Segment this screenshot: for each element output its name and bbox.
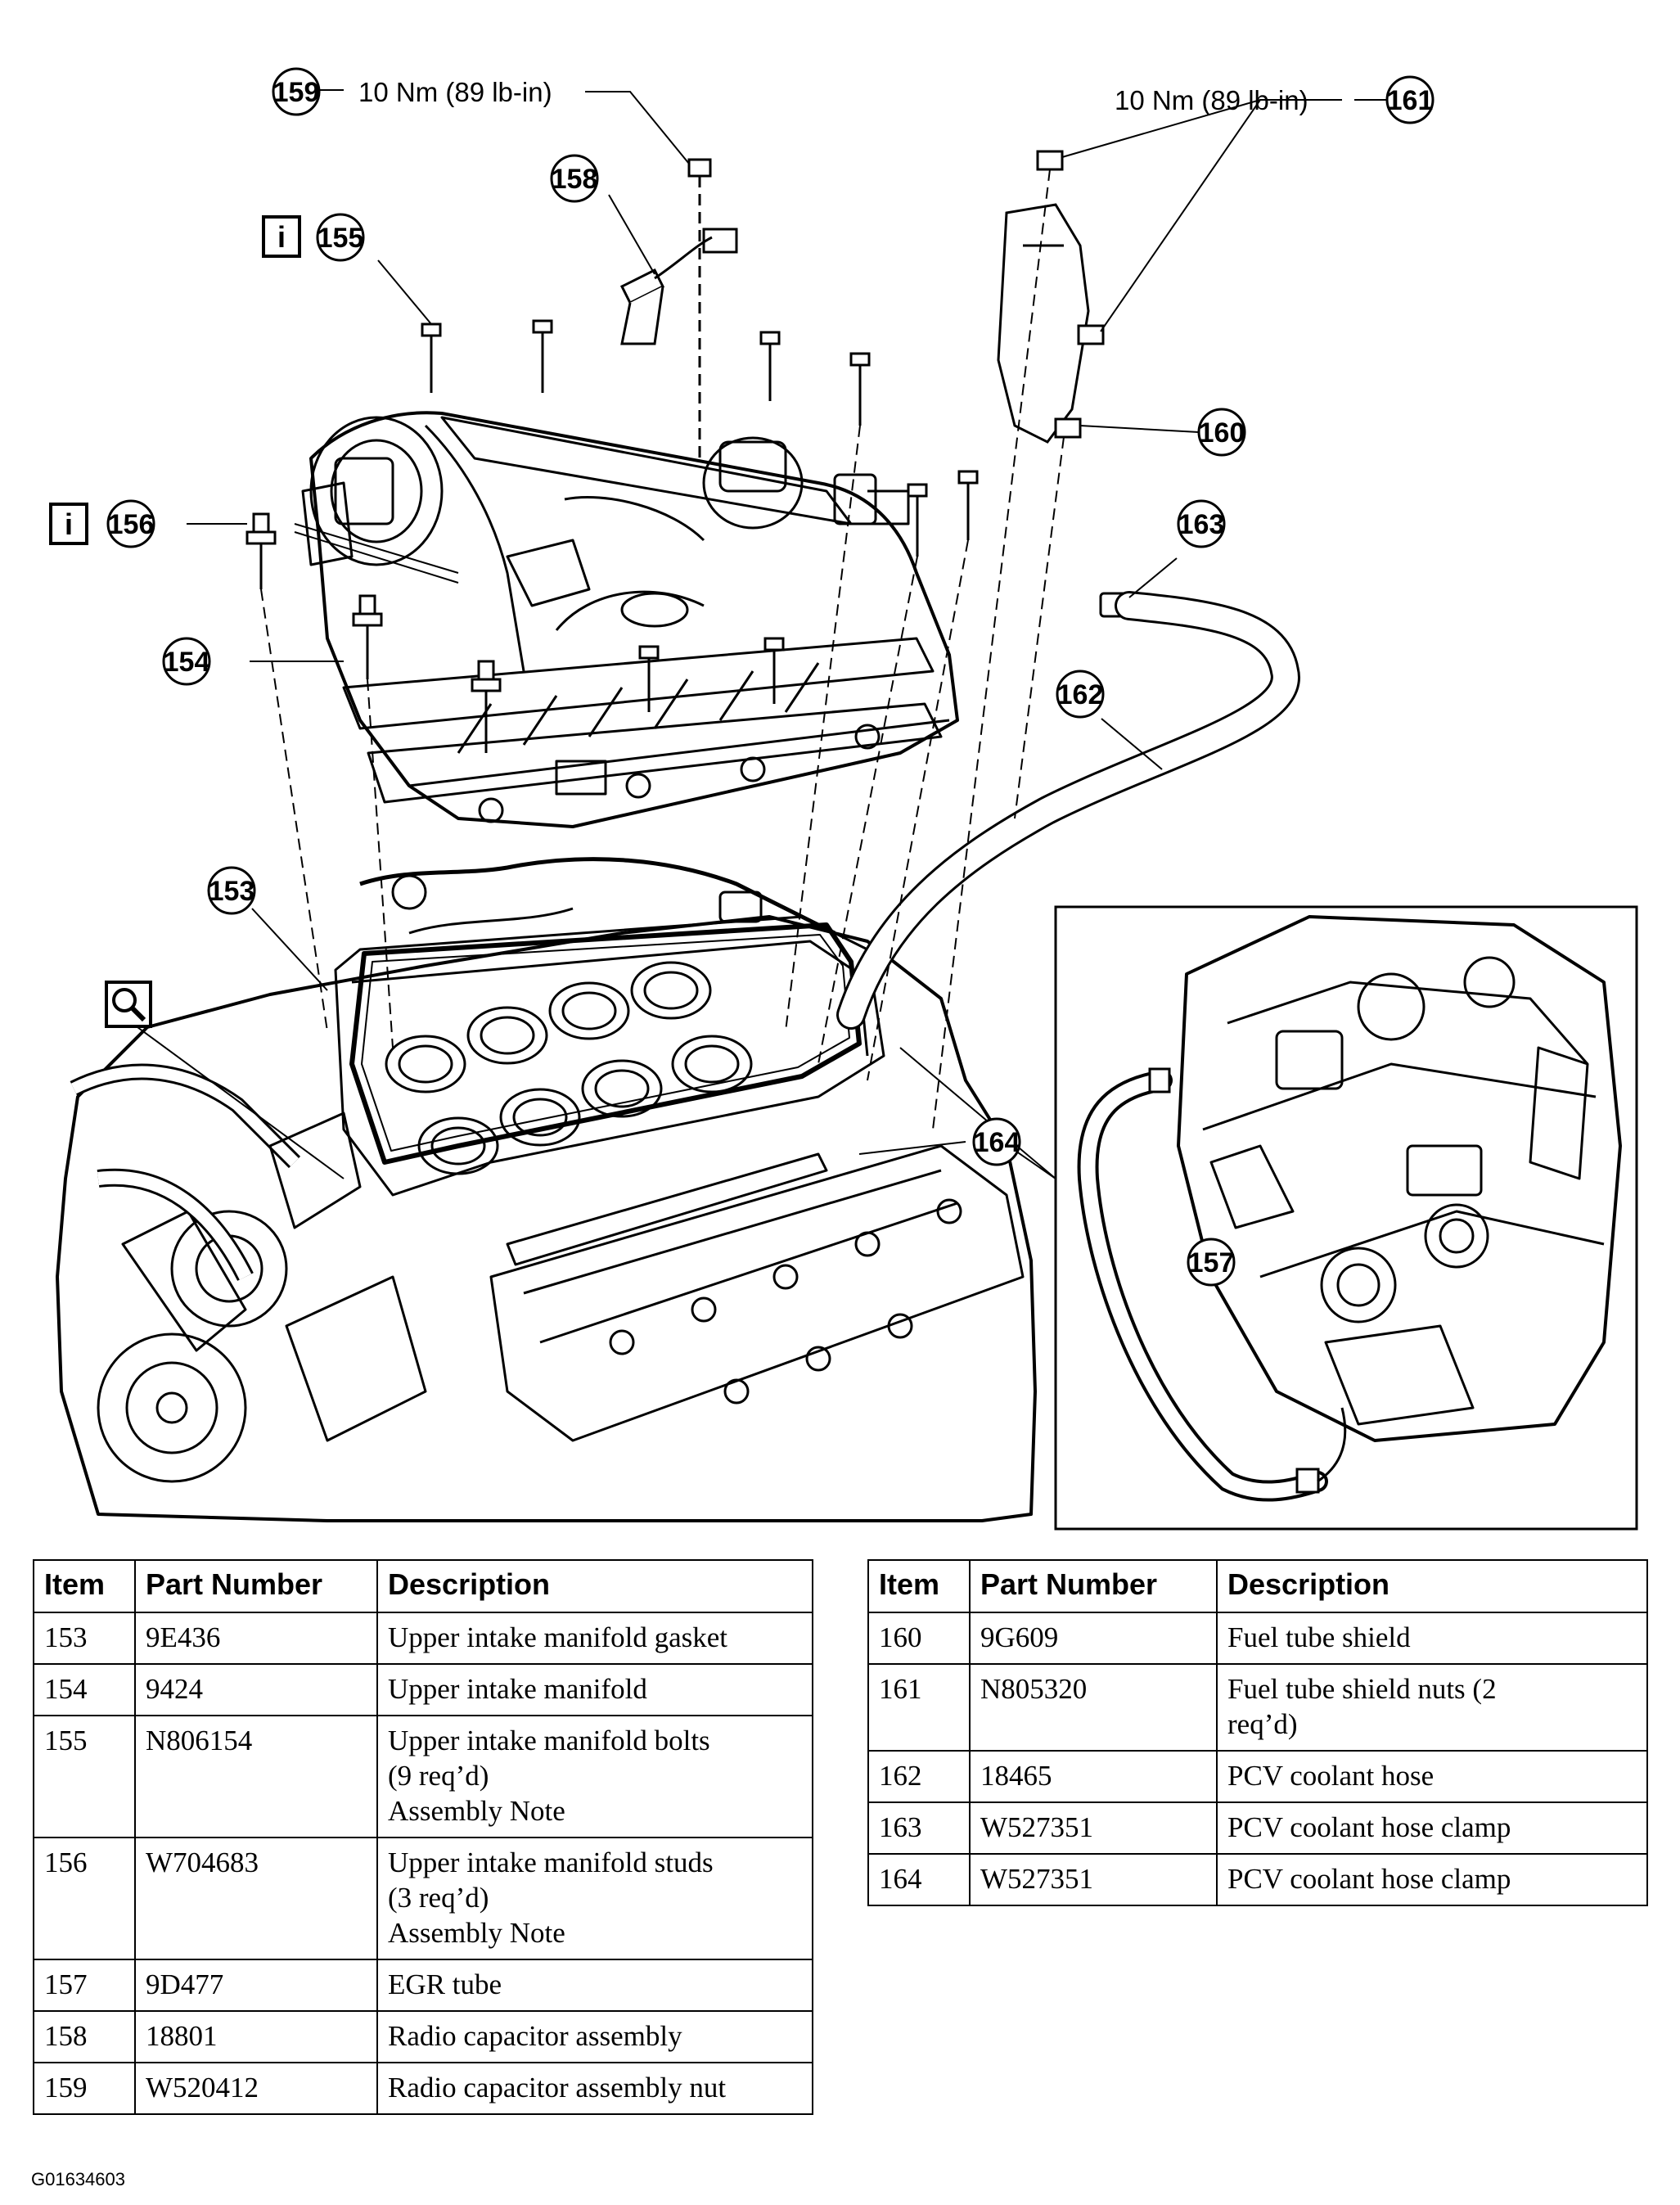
figure-id: G01634603 [31,2169,125,2189]
description-cell: PCV coolant hose [1216,1750,1648,1803]
description-cell: Radio capacitor assembly [376,2010,813,2063]
svg-text:161: 161 [1387,85,1434,116]
info-icon-156: i [49,503,88,545]
egr-tube-inset [1054,905,1638,1531]
item-cell: 162 [867,1750,971,1803]
item-cell: 164 [867,1853,971,1906]
description-cell: Upper intake manifold gasket [376,1612,813,1665]
item-cell: 158 [33,2010,136,2063]
header-description: Description [1216,1559,1648,1613]
header-part-number: Part Number [134,1559,378,1613]
table-row: 153 9E436 Upper intake manifold gasket [33,1612,813,1665]
parts-table-left: Item Part Number Description 153 9E436 U… [33,1559,813,2115]
item-cell: 155 [33,1715,136,1838]
info-icon-155: i [262,215,301,258]
description-cell: Fuel tube shield [1216,1612,1648,1665]
description-cell: Upper intake manifold [376,1663,813,1716]
svg-text:164: 164 [974,1127,1020,1158]
svg-text:154: 154 [164,647,210,678]
description-cell: PCV coolant hose clamp [1216,1801,1648,1855]
callout-158: 158 [550,154,599,203]
parts-table-right: Item Part Number Description 160 9G609 F… [867,1559,1648,1906]
table-row: 154 9424 Upper intake manifold [33,1663,813,1716]
leader-lines [137,89,1387,1179]
description-cell: PCV coolant hose clamp [1216,1853,1648,1906]
part-number-cell: N805320 [969,1663,1218,1752]
magnifier-icon [105,981,152,1028]
table-header-row: Item Part Number Description [867,1559,1648,1613]
part-number-cell: 9G609 [969,1612,1218,1665]
header-item: Item [867,1559,971,1613]
part-number-cell: 9D477 [134,1959,378,2012]
svg-text:157: 157 [1188,1247,1235,1278]
torque-spec-159: 10 Nm (89 lb-in) [358,77,552,107]
svg-text:153: 153 [209,876,255,907]
header-part-number: Part Number [969,1559,1218,1613]
callout-164: 164 [972,1117,1021,1166]
svg-text:159: 159 [273,77,320,108]
callout-163: 163 [1177,499,1226,548]
svg-text:156: 156 [108,509,155,540]
part-number-cell: W527351 [969,1801,1218,1855]
table-row: 155 N806154 Upper intake manifold bolts … [33,1715,813,1838]
callout-162: 162 [1056,670,1105,719]
item-cell: 163 [867,1801,971,1855]
table-row: 163 W527351 PCV coolant hose clamp [867,1801,1648,1855]
part-number-cell: 18465 [969,1750,1218,1803]
callout-160: 160 [1197,408,1246,457]
torque-spec-161: 10 Nm (89 lb-in) [1115,85,1308,115]
table-row: 159 W520412 Radio capacitor assembly nut [33,2062,813,2115]
assembly-note-link[interactable]: Assembly Note [388,1917,565,1949]
callout-156: 156 [106,499,155,548]
table-row: 156 W704683 Upper intake manifold studs … [33,1837,813,1960]
callout-157: 157 [1187,1238,1236,1287]
description-cell: Upper intake manifold bolts (9 req’d) As… [376,1715,813,1838]
callout-159: 159 [272,67,321,116]
item-cell: 153 [33,1612,136,1665]
part-number-cell: N806154 [134,1715,378,1838]
upper-intake-manifold-drawing [294,411,959,828]
item-cell: 159 [33,2062,136,2115]
svg-text:162: 162 [1057,679,1104,710]
svg-text:160: 160 [1199,417,1245,449]
item-cell: 156 [33,1837,136,1960]
table-row: 158 18801 Radio capacitor assembly [33,2010,813,2063]
item-cell: 154 [33,1663,136,1716]
table-row: 157 9D477 EGR tube [33,1959,813,2012]
part-number-cell: W704683 [134,1837,378,1960]
description-cell: EGR tube [376,1959,813,2012]
svg-text:i: i [277,220,286,254]
table-header-row: Item Part Number Description [33,1559,813,1613]
table-row: 160 9G609 Fuel tube shield [867,1612,1648,1665]
table-row: 162 18465 PCV coolant hose [867,1750,1648,1803]
description-cell: Radio capacitor assembly nut [376,2062,813,2115]
callout-155: 155 [316,213,365,262]
description-cell: Upper intake manifold studs (3 req’d) As… [376,1837,813,1960]
svg-text:163: 163 [1178,509,1225,540]
header-item: Item [33,1559,136,1613]
pcv-coolant-hose-drawing [836,591,1300,1030]
part-number-cell: W520412 [134,2062,378,2115]
svg-text:155: 155 [318,223,364,254]
callout-161: 161 [1385,75,1435,124]
callout-154: 154 [162,637,211,686]
part-number-cell: W527351 [969,1853,1218,1906]
engine-block-drawing [56,857,1037,1522]
table-row: 161 N805320 Fuel tube shield nuts (2 req… [867,1663,1648,1752]
part-number-cell: 9424 [134,1663,378,1716]
svg-text:i: i [65,507,73,541]
item-cell: 161 [867,1663,971,1752]
table-row: 164 W527351 PCV coolant hose clamp [867,1853,1648,1906]
assembly-note-link[interactable]: Assembly Note [388,1795,565,1827]
header-description: Description [376,1559,813,1613]
part-number-cell: 9E436 [134,1612,378,1665]
item-cell: 160 [867,1612,971,1665]
description-cell: Fuel tube shield nuts (2 req’d) [1216,1663,1648,1752]
svg-text:158: 158 [552,164,598,195]
item-cell: 157 [33,1959,136,2012]
exploded-view-diagram: 153 154 155 156 157 158 159 160 161 162 … [49,67,1638,1531]
callout-153: 153 [207,866,256,915]
manifold-bolts-drawing [245,150,1130,753]
part-number-cell: 18801 [134,2010,378,2063]
